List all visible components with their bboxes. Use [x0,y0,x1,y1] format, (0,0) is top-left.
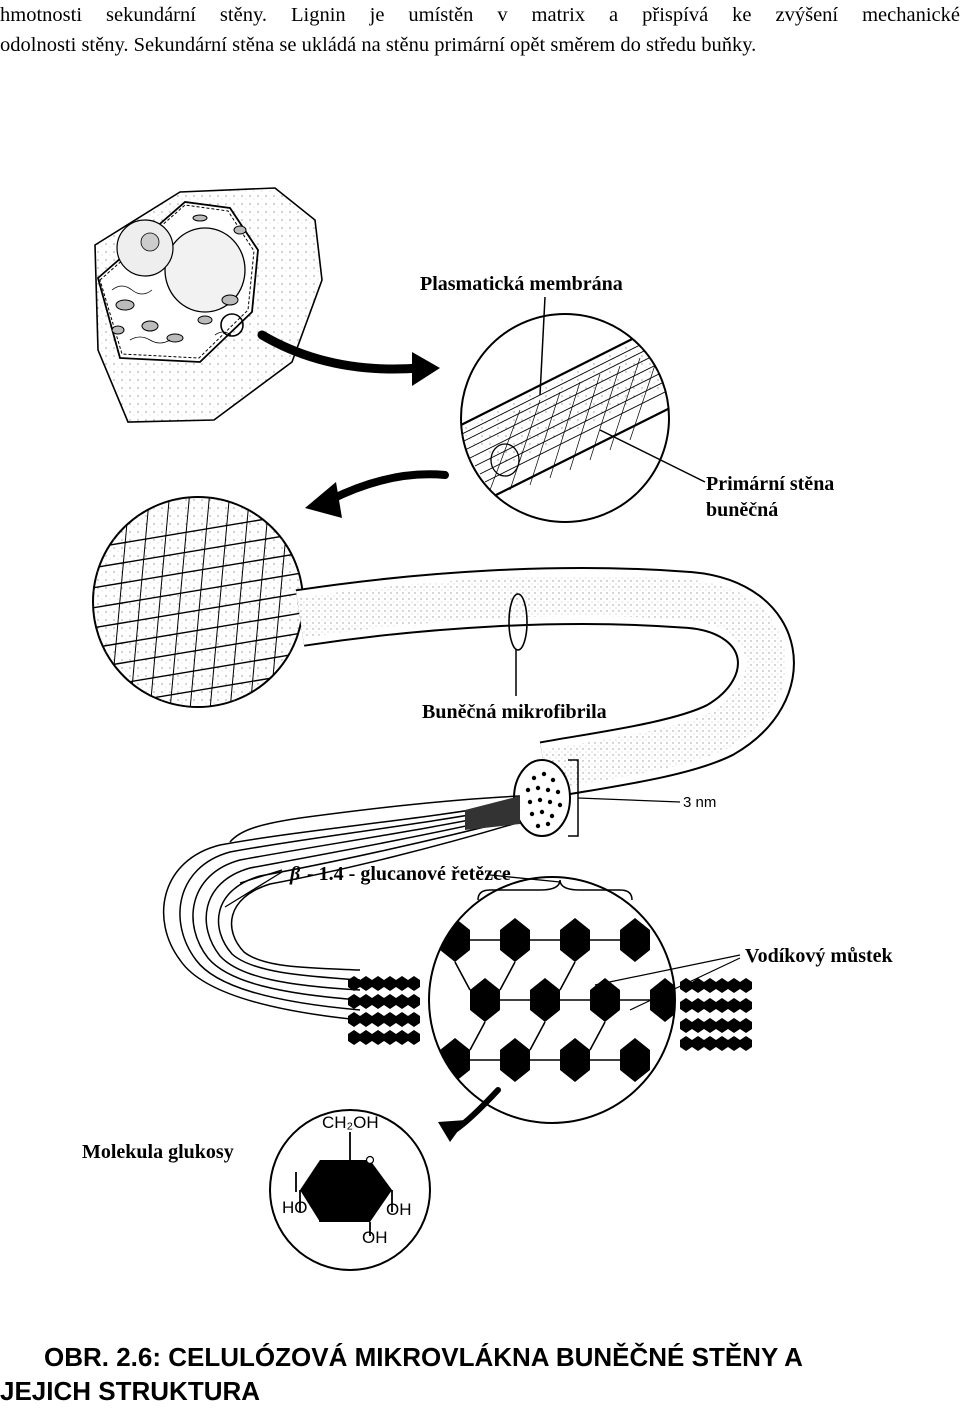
glucose-oh-right: OH [386,1200,412,1219]
label-size: 3 nm [683,794,716,811]
label-primary-wall-2: buněčná [706,499,778,521]
figure-caption: OBR. 2.6: CELULÓZOVÁ MIKROVLÁKNA BUNĚČNÉ… [0,1340,960,1408]
glucan-chains [162,795,521,1021]
label-primary-wall-1: Primární stěna [706,473,834,495]
microfibril [295,567,795,799]
label-plasma-membrane: Plasmatická membrána [420,273,623,295]
label-glucan-chains: - 1.4 - glucanové řetězce [307,863,511,885]
label-glucose-molecule: Molekula glukosy [82,1141,234,1163]
microfibril-cross-section [513,759,681,837]
glucose-ch2oh: CH₂OH [322,1113,379,1132]
cellulose-diagram: Plasmatická membrána Primární stěna buně… [82,187,894,1271]
plant-cell [94,187,323,423]
glucose-ring [300,1160,392,1222]
vacuole [164,227,246,313]
glucose-zoom: CH₂OH HO OH OH [269,1109,431,1271]
chain-right [680,978,752,1051]
arrow-to-secondary-wall [326,470,449,504]
cellulose-figure: Plasmatická membrána Primární stěna buně… [0,130,960,1320]
label-beta: β [289,863,301,885]
label-microfibril: Buněčná mikrofibrila [422,701,607,723]
zoom-circle-cell [220,313,244,337]
intro-line-2: odolnosti stěny. Sekundární stěna se ukl… [0,34,757,56]
intro-line-1: hmotnosti sekundární stěny. Lignin je um… [0,4,960,26]
secondary-wall-zoom [92,496,304,708]
intro-paragraph: hmotnosti sekundární stěny. Lignin je um… [0,0,960,60]
label-hydrogen-bridge: Vodíkový můstek [745,945,894,967]
chain-left [348,976,420,1045]
caption-line-1: OBR. 2.6: CELULÓZOVÁ MIKROVLÁKNA BUNĚČNÉ… [44,1342,803,1372]
glucose-oh-bottom: OH [362,1228,388,1247]
arrow-to-membrane [257,330,425,374]
glucan-chain-zoom [428,874,676,1124]
glucose-ho-left: HO [282,1198,308,1217]
primary-wall-zoom [460,313,670,523]
caption-line-2: JEJICH STRUKTURA [0,1376,261,1406]
